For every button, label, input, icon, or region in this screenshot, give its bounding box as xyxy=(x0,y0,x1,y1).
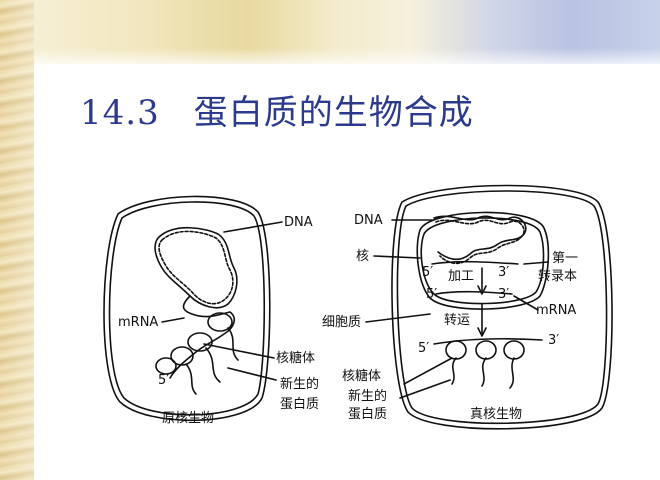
leader-dna-prokaryote xyxy=(223,221,283,233)
eukaryote-cell-membrane xyxy=(391,184,613,430)
title-text: 蛋白质的生物合成 xyxy=(193,93,474,133)
leader-mrna-prokaryote xyxy=(161,317,185,323)
prokaryote-ribosome-4 xyxy=(155,357,177,375)
label-dna-eukaryote: DNA xyxy=(354,213,383,228)
label-5prime-prokaryote: 5′ xyxy=(158,373,169,388)
leader-ribosome-eukaryote xyxy=(403,357,453,385)
label-protein-prokaryote-line2: 蛋白质 xyxy=(280,396,319,412)
label-primary-transcript-line2: 转录本 xyxy=(538,269,577,284)
section-number: 14.3 xyxy=(80,93,160,133)
decorative-left-border xyxy=(0,0,34,480)
label-3prime-mrna: 3′ xyxy=(498,287,509,302)
diagram-svg: DNA mRNA 核糖体 新生的 蛋白质 5′ 原核生物 DNA 核 5′ 加工… xyxy=(103,184,613,430)
eukaryote-nascent-protein-3 xyxy=(509,357,515,389)
prokaryote-ribosome-2 xyxy=(187,332,213,352)
transport-arrowhead xyxy=(477,327,487,337)
eukaryote-nascent-protein-2 xyxy=(481,357,487,387)
label-3prime-transcript: 3′ xyxy=(498,265,509,280)
processing-arrowhead xyxy=(477,285,487,295)
eukaryote-primary-transcript xyxy=(431,260,519,265)
label-ribosome-eukaryote: 核糖体 xyxy=(342,368,381,384)
label-primary-transcript-line1: 第一 xyxy=(552,251,578,266)
leader-nucleus-eukaryote xyxy=(373,255,421,259)
label-transport: 转运 xyxy=(444,313,470,328)
prokaryote-mrna-strand xyxy=(169,295,236,379)
eukaryote-dna-strand-b xyxy=(435,219,525,265)
banner-fade xyxy=(34,48,660,70)
slide-title: 14.3 蛋白质的生物合成 xyxy=(80,96,474,130)
prokaryote-ribosome-3 xyxy=(170,346,194,366)
label-5prime-mrna: 5′ xyxy=(426,287,437,302)
label-nucleus: 核 xyxy=(356,249,369,264)
leader-protein-eukaryote xyxy=(399,379,451,399)
eukaryote-ribosome-2 xyxy=(475,340,497,360)
eukaryote-mature-mrna xyxy=(435,290,513,295)
label-ribosome-prokaryote: 核糖体 xyxy=(276,350,315,366)
prokaryote-cell-membrane xyxy=(103,195,271,422)
prokaryote-cell-membrane-inner xyxy=(108,201,266,416)
leader-ribosome-prokaryote xyxy=(203,343,275,359)
label-protein-prokaryote-line1: 新生的 xyxy=(280,376,319,392)
prokaryote-dna-strand-b xyxy=(158,230,234,305)
leader-mrna-eukaryote xyxy=(513,295,539,311)
label-cytoplasm: 细胞质 xyxy=(322,315,361,330)
label-3prime-cyto: 3′ xyxy=(548,333,559,348)
leader-protein-prokaryote xyxy=(227,367,277,381)
prokaryote-nascent-protein-1 xyxy=(227,327,239,361)
label-5prime-cyto: 5′ xyxy=(418,341,429,356)
label-5prime-transcript: 5′ xyxy=(422,265,433,280)
label-dna-prokaryote: DNA xyxy=(284,215,313,230)
prokaryote-nascent-protein-2 xyxy=(205,347,221,383)
label-mrna-prokaryote: mRNA xyxy=(118,315,158,330)
caption-prokaryote: 原核生物 xyxy=(162,411,214,426)
label-protein-eukaryote-line2: 蛋白质 xyxy=(348,406,387,422)
protein-synthesis-diagram: DNA mRNA 核糖体 新生的 蛋白质 5′ 原核生物 DNA 核 5′ 加工… xyxy=(78,172,660,446)
label-mrna-eukaryote: mRNA xyxy=(536,303,576,318)
prokaryote-dna-strand-a xyxy=(154,226,238,309)
prokaryote-ribosome-1 xyxy=(207,312,233,332)
eukaryote-ribosome-3 xyxy=(503,340,525,360)
eukaryote-cell-membrane-inner xyxy=(396,190,608,425)
prokaryote-nascent-protein-3 xyxy=(185,363,197,395)
label-processing: 加工 xyxy=(448,269,474,284)
eukaryote-cytoplasmic-mrna xyxy=(433,338,543,345)
leader-cytoplasm xyxy=(365,313,431,323)
eukaryote-nascent-protein-1 xyxy=(451,357,457,385)
eukaryote-ribosome-1 xyxy=(445,340,467,360)
eukaryote-nucleus-envelope xyxy=(416,211,550,310)
leader-primary-transcript xyxy=(523,261,549,265)
label-protein-eukaryote-line1: 新生的 xyxy=(348,388,387,404)
caption-eukaryote: 真核生物 xyxy=(470,407,522,422)
